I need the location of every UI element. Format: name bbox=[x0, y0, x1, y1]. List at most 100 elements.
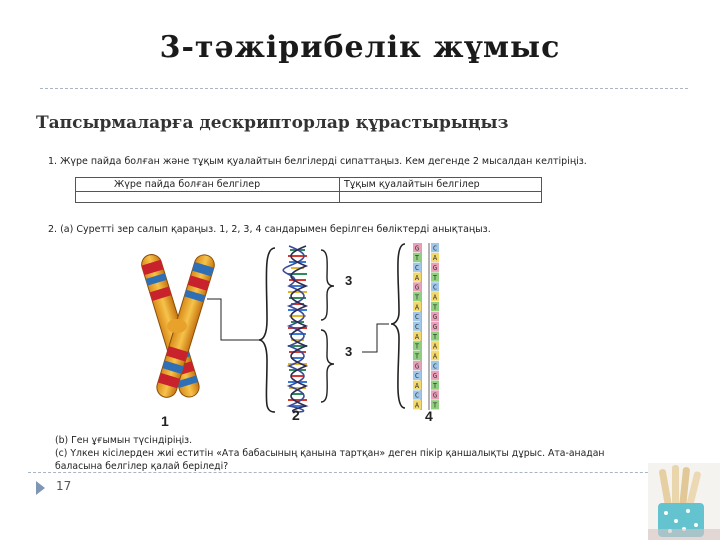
label-1: 1 bbox=[161, 413, 169, 429]
dna-double-helix bbox=[282, 245, 309, 413]
label-4: 4 bbox=[425, 408, 433, 424]
base-letter: A bbox=[433, 343, 438, 351]
base-cell bbox=[413, 262, 421, 272]
base-letter: A bbox=[433, 352, 438, 360]
base-cell bbox=[431, 311, 439, 321]
base-letter: A bbox=[415, 382, 420, 390]
base-cell bbox=[413, 331, 421, 341]
base-cell bbox=[431, 331, 439, 341]
base-cell bbox=[413, 341, 421, 351]
task-2b-text: (b) Ген ұғымын түсіндіріңіз. bbox=[55, 435, 193, 446]
base-cell bbox=[431, 341, 439, 351]
base-cell bbox=[431, 243, 439, 253]
page-number: 17 bbox=[56, 479, 72, 493]
base-cell bbox=[413, 243, 421, 253]
base-letter: A bbox=[415, 274, 420, 282]
base-cell bbox=[413, 252, 421, 263]
label-3-lower: 3 bbox=[345, 344, 352, 359]
base-cell bbox=[413, 272, 421, 282]
base-letter: G bbox=[415, 244, 419, 252]
base-letter: C bbox=[415, 392, 419, 400]
base-letter: C bbox=[433, 362, 437, 370]
base-letter: G bbox=[433, 313, 437, 321]
base-letter: A bbox=[415, 333, 420, 341]
acquired-traits-header: Жүре пайда болған белгілер bbox=[75, 177, 340, 192]
base-letter: T bbox=[415, 254, 420, 262]
base-cell bbox=[413, 321, 421, 331]
base-letter: G bbox=[433, 323, 437, 331]
base-cell bbox=[413, 400, 421, 410]
brace-left bbox=[258, 247, 276, 413]
base-cell bbox=[431, 282, 439, 292]
top-divider bbox=[40, 88, 688, 89]
base-cell bbox=[431, 370, 439, 380]
base-letter: T bbox=[415, 293, 420, 301]
base-cell bbox=[431, 262, 439, 272]
base-cell bbox=[431, 351, 439, 361]
brace-gene bbox=[390, 243, 406, 409]
label-2: 2 bbox=[292, 407, 300, 423]
base-letter: A bbox=[415, 402, 420, 410]
base-letter: T bbox=[433, 382, 438, 390]
task-2a-text: 2. (а) Суретті зер салып қараңыз. 1, 2, … bbox=[48, 224, 491, 235]
slide-arrow-icon bbox=[36, 481, 45, 495]
base-cell bbox=[413, 351, 421, 361]
base-cell bbox=[413, 380, 421, 390]
base-letter: T bbox=[433, 333, 438, 341]
connector-line-2 bbox=[362, 323, 389, 353]
base-letter: T bbox=[415, 352, 420, 360]
task-2c-text-line1: (c) Үлкен кісілерден жиі еститін «Ата ба… bbox=[55, 448, 605, 459]
base-cell bbox=[431, 292, 439, 302]
traits-table: Жүре пайда болған белгілер Тұқым қуалайт… bbox=[75, 177, 543, 203]
base-cell bbox=[413, 282, 421, 292]
base-letter: C bbox=[415, 264, 419, 272]
base-letter: A bbox=[415, 303, 420, 311]
chromosome bbox=[141, 254, 215, 398]
base-letter: C bbox=[433, 284, 437, 292]
base-cell bbox=[413, 311, 421, 321]
task-1-text: 1. Жүре пайда болған және тұқым қуалайты… bbox=[48, 156, 587, 167]
base-cell bbox=[413, 301, 421, 312]
base-cell bbox=[431, 390, 439, 400]
inherited-traits-cell[interactable] bbox=[338, 191, 543, 203]
base-letter: T bbox=[433, 402, 438, 410]
base-cell bbox=[431, 400, 439, 410]
base-letter: G bbox=[415, 362, 419, 370]
base-cell bbox=[413, 370, 421, 380]
bottom-divider bbox=[28, 472, 688, 473]
task-notes: (b) Ген ұғымын түсіндіріңіз. (c) Үлкен к… bbox=[55, 434, 655, 473]
base-cell bbox=[431, 380, 439, 390]
inherited-traits-header: Тұқым қуалайтын белгілер bbox=[338, 177, 543, 192]
slide-subtitle: Тапсырмаларға дескрипторлар құрастырыңыз bbox=[36, 113, 509, 133]
task-2c-text-line2: баласына белгілер қалай беріледі? bbox=[55, 461, 229, 472]
label-3-upper: 3 bbox=[345, 273, 352, 288]
base-cell bbox=[431, 252, 439, 263]
base-cell bbox=[413, 360, 421, 371]
slide-title: 3-тәжірибелік жұмыс bbox=[159, 30, 561, 65]
base-cell bbox=[413, 292, 421, 302]
base-letter: C bbox=[433, 244, 437, 252]
base-letter: T bbox=[433, 274, 438, 282]
base-letter: C bbox=[415, 323, 419, 331]
ice-cream-sticks-photo bbox=[648, 463, 720, 540]
base-letter: C bbox=[415, 313, 419, 321]
brace-3-lower bbox=[320, 329, 335, 403]
acquired-traits-cell[interactable] bbox=[75, 191, 340, 203]
base-letter: G bbox=[433, 392, 437, 400]
base-cell bbox=[431, 272, 439, 282]
base-cell bbox=[413, 390, 421, 400]
base-letter: A bbox=[433, 254, 438, 262]
base-letter: A bbox=[433, 293, 438, 301]
base-letter: G bbox=[433, 372, 437, 380]
base-cell bbox=[431, 360, 439, 371]
base-letter: T bbox=[415, 343, 420, 351]
connector-line-1 bbox=[207, 298, 262, 341]
base-letter: C bbox=[415, 372, 419, 380]
base-cell bbox=[431, 321, 439, 331]
base-letter: G bbox=[415, 284, 419, 292]
base-letter: G bbox=[433, 264, 437, 272]
base-letter: T bbox=[433, 303, 438, 311]
brace-3-upper bbox=[320, 249, 335, 321]
